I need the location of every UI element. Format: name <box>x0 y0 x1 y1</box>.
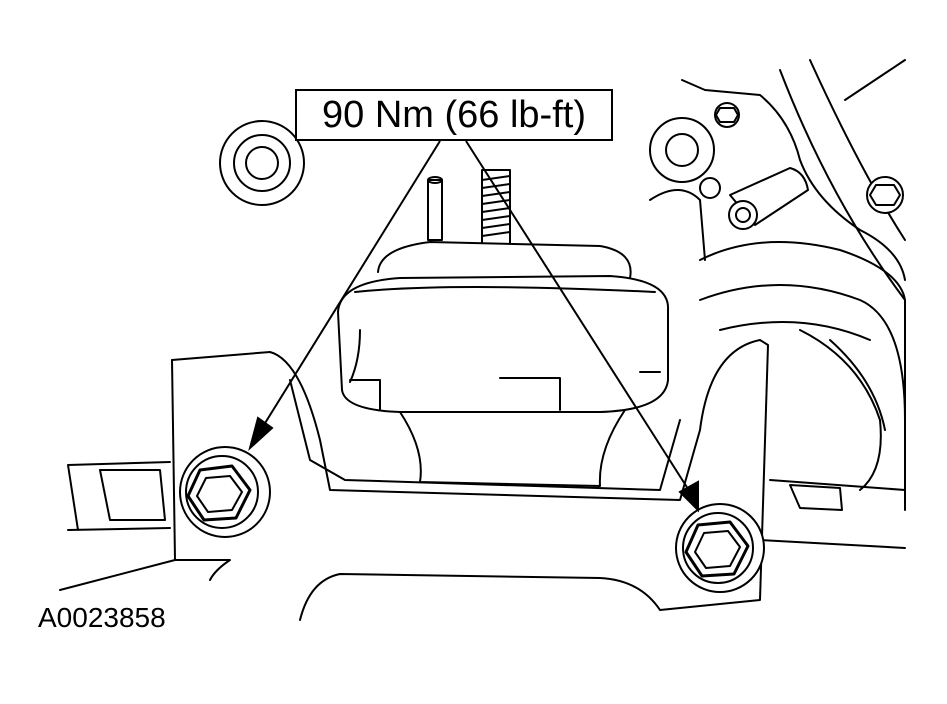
torque-callout-box: 90 Nm (66 lb-ft) <box>295 89 613 141</box>
transmission-housing <box>650 60 905 510</box>
arrowhead-right-bolt <box>680 482 698 510</box>
leader-lines <box>250 141 698 510</box>
sensor-connector <box>700 168 808 229</box>
small-bolt-right <box>867 177 903 213</box>
mount-stud-left <box>428 177 442 240</box>
arrowhead-left-bolt <box>250 418 272 448</box>
left-mounting-bolt <box>180 447 270 537</box>
torque-callout-text: 90 Nm (66 lb-ft) <box>322 93 586 136</box>
upper-left-washer <box>220 121 304 205</box>
mount-stud-right-threaded <box>482 170 510 245</box>
mount-bracket-frame <box>60 340 905 620</box>
small-bolt-top <box>715 103 739 127</box>
right-mounting-bolt <box>676 504 764 592</box>
engine-mount-body <box>338 242 668 486</box>
figure-id-label: A0023858 <box>38 602 166 633</box>
upper-right-washer <box>650 118 714 182</box>
